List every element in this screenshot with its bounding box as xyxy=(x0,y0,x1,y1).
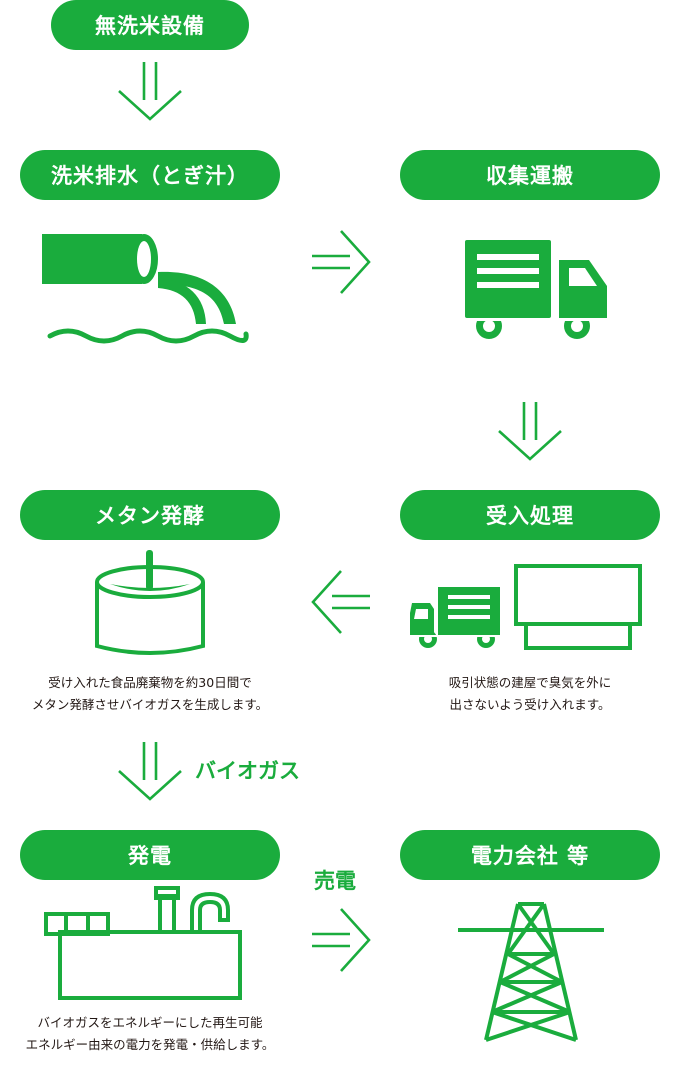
biogas-label: バイオガス xyxy=(195,759,300,783)
step-collection-transport: 収集運搬 xyxy=(400,150,660,200)
fermentation-description-line-2: メタン発酵させバイオガスを生成します。 xyxy=(31,697,269,712)
fermentation-tank-icon xyxy=(95,550,205,655)
step-reception-processing: 受入処理 xyxy=(400,490,660,540)
power-generation-description-line-2: エネルギー由来の電力を発電・供給します。 xyxy=(25,1037,275,1052)
right-arrow-icon xyxy=(312,908,371,972)
down-arrow-icon xyxy=(118,62,182,121)
down-arrow-icon xyxy=(118,742,182,801)
fermentation-description: 受け入れた食品廃棄物を約30日間で メタン発酵させバイオガスを生成します。 xyxy=(10,672,290,716)
truck-icon xyxy=(463,240,611,339)
reception-description-line-2: 出さないよう受け入れます。 xyxy=(449,697,611,712)
left-arrow-icon xyxy=(311,570,370,634)
reception-description: 吸引状態の建屋で臭気を外に 出さないよう受け入れます。 xyxy=(400,672,660,716)
step-methane-fermentation: メタン発酵 xyxy=(20,490,280,540)
step-rice-rinse-water: 洗米排水（とぎ汁） xyxy=(20,150,280,200)
down-arrow-icon xyxy=(498,402,562,461)
drain-pipe-icon xyxy=(42,234,249,344)
step-power-company: 電力会社 等 xyxy=(400,830,660,880)
power-generation-description-line-1: バイオガスをエネルギーにした再生可能 xyxy=(37,1015,263,1030)
right-arrow-icon xyxy=(312,230,371,294)
transmission-tower-icon xyxy=(458,902,604,1042)
step-no-wash-rice-equipment: 無洗米設備 xyxy=(51,0,249,50)
reception-description-line-1: 吸引状態の建屋で臭気を外に xyxy=(448,675,612,690)
truck-facility-icon xyxy=(408,564,642,650)
sell-power-label: 売電 xyxy=(314,869,356,893)
step-power-generation: 発電 xyxy=(20,830,280,880)
fermentation-description-line-1: 受け入れた食品廃棄物を約30日間で xyxy=(48,675,252,690)
power-plant-icon xyxy=(44,886,242,1000)
power-generation-description: バイオガスをエネルギーにした再生可能 エネルギー由来の電力を発電・供給します。 xyxy=(10,1012,290,1056)
